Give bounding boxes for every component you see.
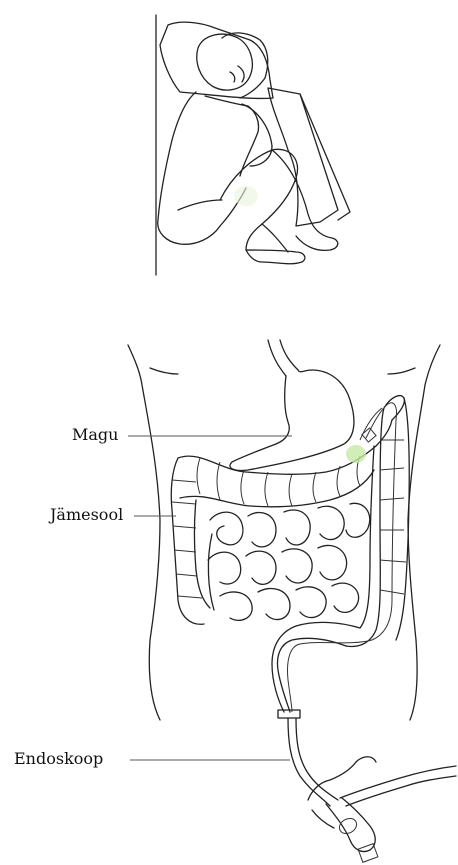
label-stomach: Magu [72,426,118,444]
label-colon: Jämesool [50,506,123,524]
label-endoscope: Endoskoop [14,750,103,768]
